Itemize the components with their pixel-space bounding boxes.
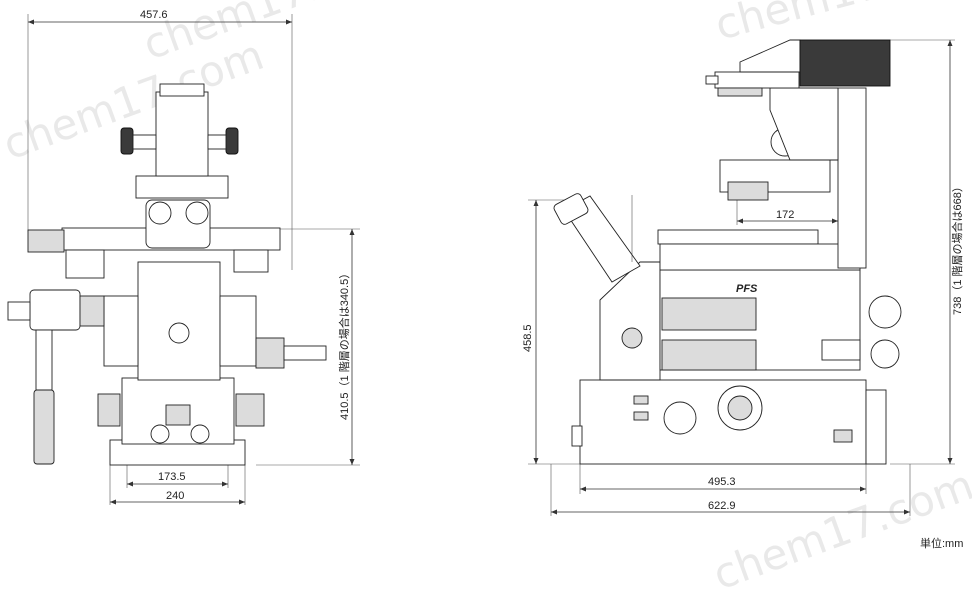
front-condenser-plate — [135, 175, 229, 199]
front-middle-body — [137, 261, 221, 381]
side-rear-slot — [821, 339, 861, 361]
side-arm-upper — [769, 87, 839, 161]
front-right-attachment — [255, 337, 285, 369]
dim-base-inner: 173.5 — [158, 471, 186, 483]
front-right-knob-block — [235, 393, 265, 427]
dim-height-right: 738（1 階層の場合は668） — [950, 181, 964, 315]
front-side-unit-right — [219, 295, 257, 367]
side-lamp-dial — [717, 87, 763, 97]
front-port-right — [190, 424, 210, 444]
side-front-lever — [571, 425, 583, 447]
front-side-unit-left — [103, 295, 139, 367]
front-lamp-top — [159, 83, 205, 97]
front-microscope-body — [7, 83, 327, 466]
dim-height-left: 458.5 — [522, 324, 534, 352]
watermark: chem17.com — [707, 460, 972, 599]
side-front-housing — [599, 261, 661, 381]
front-eyepiece-left — [148, 201, 172, 225]
unit-label: 単位:mm — [920, 538, 964, 550]
side-switch-2 — [633, 411, 649, 421]
side-filter-turret-lower — [661, 339, 757, 371]
side-port-left — [663, 401, 697, 435]
front-joystick-head — [29, 289, 81, 331]
side-pfs-mark: PFS — [736, 283, 758, 295]
side-stage — [657, 229, 819, 245]
side-port-center-inner — [727, 395, 753, 421]
side-eyepiece — [553, 193, 589, 225]
front-control-pad — [165, 404, 191, 426]
front-stage-right-block — [233, 249, 269, 273]
side-lamp-tip — [705, 75, 719, 85]
front-stage-left-block — [65, 249, 105, 279]
dim-base-outer: 240 — [166, 490, 184, 502]
dim-width-top: 457.6 — [140, 9, 168, 21]
front-left-knob-block — [97, 393, 121, 427]
side-microscope-body: PFS — [553, 39, 902, 465]
front-knob-left — [120, 127, 134, 155]
side-view: 458.5 738（1 階層の場合は668） 172 495.3 622.9 — [522, 39, 964, 516]
side-switch-1 — [633, 395, 649, 405]
dim-depth-inner: 495.3 — [708, 476, 736, 488]
front-knob-shaft-left — [132, 134, 157, 150]
front-joystick-shaft — [35, 329, 53, 391]
front-port-left — [150, 424, 170, 444]
side-lamp-house — [799, 39, 891, 87]
side-rear-block — [865, 389, 887, 465]
side-condenser — [727, 181, 769, 201]
side-lamp-base — [714, 71, 800, 89]
dim-depth-outer: 622.9 — [708, 500, 736, 512]
front-logo-circle — [168, 322, 190, 344]
side-motor-lower — [870, 339, 900, 369]
side-connector — [833, 429, 853, 443]
front-view: 457.6 410.5（1 階層の場合は340.5） 173.5 240 — [7, 9, 360, 505]
front-joystick-link — [79, 295, 105, 327]
side-pillar — [837, 87, 867, 269]
dim-height-front: 410.5（1 階層の場合は340.5） — [337, 268, 351, 420]
front-knob-right — [225, 127, 239, 155]
dim-depth-mid: 172 — [776, 209, 794, 221]
front-right-rod — [283, 345, 327, 361]
front-eyepiece-right — [185, 201, 209, 225]
front-illumination-pillar — [155, 91, 209, 177]
side-filter-turret-upper — [661, 297, 757, 331]
front-knob-shaft-right — [207, 134, 227, 150]
side-focus-knob — [621, 327, 643, 349]
front-joystick-cap — [7, 301, 31, 321]
side-motor-upper — [868, 295, 902, 329]
front-stage-left-end — [27, 229, 65, 253]
side-lamp-neck — [739, 39, 801, 73]
front-joystick-handle — [33, 389, 55, 465]
side-stage-carrier — [659, 243, 861, 271]
